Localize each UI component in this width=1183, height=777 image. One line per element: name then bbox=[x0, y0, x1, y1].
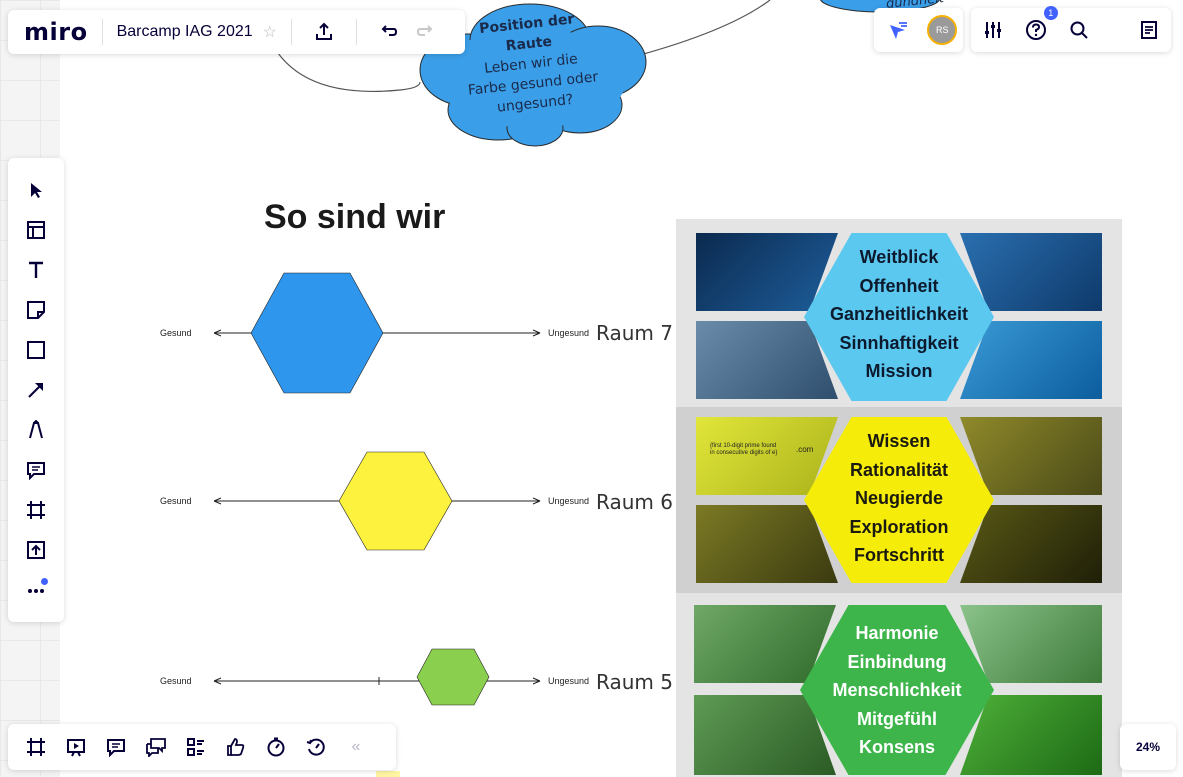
value-label: Offenheit bbox=[859, 275, 939, 296]
scale-right-label: Ungesund bbox=[548, 328, 590, 338]
timer-icon[interactable] bbox=[256, 727, 296, 767]
search-icon[interactable] bbox=[1061, 12, 1097, 48]
cloud-shape-main bbox=[419, 3, 647, 147]
divider bbox=[101, 19, 103, 45]
value-label: Exploration bbox=[849, 516, 949, 537]
value-list-blue: Weitblick Offenheit Ganzheitlichkeit Sin… bbox=[804, 243, 994, 386]
zoom-level[interactable]: 24% bbox=[1120, 724, 1176, 770]
comments-icon[interactable] bbox=[96, 727, 136, 767]
scale-right-label: Ungesund bbox=[548, 496, 590, 506]
new-indicator-dot bbox=[41, 578, 48, 585]
collaboration-toolbar: « bbox=[8, 724, 396, 770]
divider bbox=[290, 19, 292, 45]
value-label: Weitblick bbox=[859, 247, 939, 267]
frame-icon[interactable] bbox=[18, 492, 54, 528]
undo-icon[interactable] bbox=[371, 14, 407, 50]
band-blue: Weitblick Offenheit Ganzheitlichkeit Sin… bbox=[676, 219, 1122, 407]
room-label: Raum 7 bbox=[596, 321, 673, 345]
value-label: Fortschritt bbox=[854, 545, 944, 565]
presentation-icon[interactable] bbox=[56, 727, 96, 767]
comment-icon[interactable] bbox=[18, 452, 54, 488]
sticky-note-icon[interactable] bbox=[18, 292, 54, 328]
divider bbox=[355, 19, 357, 45]
activity-icon[interactable] bbox=[296, 727, 336, 767]
billboard-line2: in consecutive digits of e} bbox=[710, 450, 778, 456]
photo-earth bbox=[696, 233, 838, 311]
collapse-icon[interactable]: « bbox=[351, 738, 361, 755]
templates-icon[interactable] bbox=[18, 212, 54, 248]
notes-icon[interactable] bbox=[1131, 12, 1167, 48]
connector-curve bbox=[269, 39, 421, 93]
value-label: Harmonie bbox=[855, 623, 939, 643]
band-green: Harmonie Einbindung Menschlichkeit Mitge… bbox=[676, 593, 1122, 777]
billboard-line1: {first 10-digit prime found bbox=[710, 443, 777, 449]
hex-blue-value bbox=[804, 233, 994, 401]
shape-icon[interactable] bbox=[18, 332, 54, 368]
miro-logo[interactable]: miro bbox=[24, 18, 88, 46]
collaboration-bar: RS bbox=[874, 8, 963, 52]
board-header: miro Barcamp IAG 2021 ☆ bbox=[8, 10, 465, 54]
value-label: Rationalität bbox=[849, 459, 948, 480]
value-label: Sinnhaftigkeit bbox=[839, 332, 959, 353]
connector-curve-right bbox=[639, 0, 771, 56]
scale-left-label: Gesund bbox=[160, 496, 192, 506]
photo-smileys bbox=[960, 695, 1102, 775]
voting-icon[interactable] bbox=[216, 727, 256, 767]
value-label: Ganzheitlichkeit bbox=[829, 304, 969, 324]
value-label: Mission bbox=[865, 361, 933, 381]
hexagon-green bbox=[416, 648, 490, 706]
cards-icon[interactable] bbox=[176, 727, 216, 767]
value-label: Einbindung bbox=[847, 651, 947, 672]
band-yellow: {first 10-digit prime found in consecuti… bbox=[676, 407, 1122, 593]
tools-bar: 1 bbox=[971, 6, 1171, 52]
room-label: Raum 5 bbox=[596, 670, 673, 694]
value-list-yellow: Wissen Rationalität Neugierde Exploratio… bbox=[804, 427, 994, 570]
value-label: Mitgefühl bbox=[857, 708, 937, 729]
room-label: Raum 6 bbox=[596, 490, 673, 514]
select-cursor-icon[interactable] bbox=[18, 172, 54, 208]
hex-yellow-value bbox=[804, 417, 994, 583]
more-icon[interactable] bbox=[18, 572, 54, 608]
photo-network bbox=[960, 233, 1102, 311]
scale-right-label: Ungesund bbox=[548, 676, 590, 686]
billboard-text: {first 10-digit prime found in consecuti… bbox=[710, 443, 777, 457]
value-label: Wissen bbox=[867, 431, 931, 451]
value-label: Neugierde bbox=[854, 488, 944, 508]
share-upload-icon[interactable] bbox=[306, 14, 342, 50]
values-image[interactable]: Weitblick Offenheit Ganzheitlichkeit Sin… bbox=[676, 219, 1122, 777]
value-label: Konsens bbox=[858, 737, 936, 757]
hexagon-blue bbox=[250, 272, 384, 394]
upload-icon[interactable] bbox=[18, 532, 54, 568]
text-icon[interactable] bbox=[18, 252, 54, 288]
sticky-note-peek[interactable] bbox=[376, 771, 400, 777]
avatar[interactable]: RS bbox=[927, 15, 958, 45]
scale-left-label: Gesund bbox=[160, 676, 192, 686]
settings-sliders-icon[interactable] bbox=[975, 12, 1011, 48]
photo-hands bbox=[960, 605, 1102, 683]
reactions-filter-icon[interactable] bbox=[880, 12, 916, 48]
star-icon[interactable]: ☆ bbox=[262, 24, 277, 41]
connection-line-icon[interactable] bbox=[18, 372, 54, 408]
frames-icon[interactable] bbox=[16, 727, 56, 767]
hexagon-yellow bbox=[338, 451, 453, 551]
help-icon[interactable]: 1 bbox=[1018, 6, 1058, 48]
scale-line-raum-5 bbox=[213, 677, 541, 685]
creation-toolbar bbox=[8, 158, 64, 622]
help-badge: 1 bbox=[1043, 6, 1058, 20]
section-heading: So sind wir bbox=[264, 198, 446, 236]
redo-icon[interactable] bbox=[407, 14, 443, 50]
billboard-suffix: .com bbox=[796, 445, 814, 454]
pen-icon[interactable] bbox=[18, 412, 54, 448]
value-list-green: Harmonie Einbindung Menschlichkeit Mitge… bbox=[800, 619, 994, 762]
scale-left-label: Gesund bbox=[160, 328, 192, 338]
board-title[interactable]: Barcamp IAG 2021 bbox=[116, 23, 253, 40]
value-label: Menschlichkeit bbox=[832, 680, 962, 700]
chat-icon[interactable] bbox=[136, 727, 176, 767]
